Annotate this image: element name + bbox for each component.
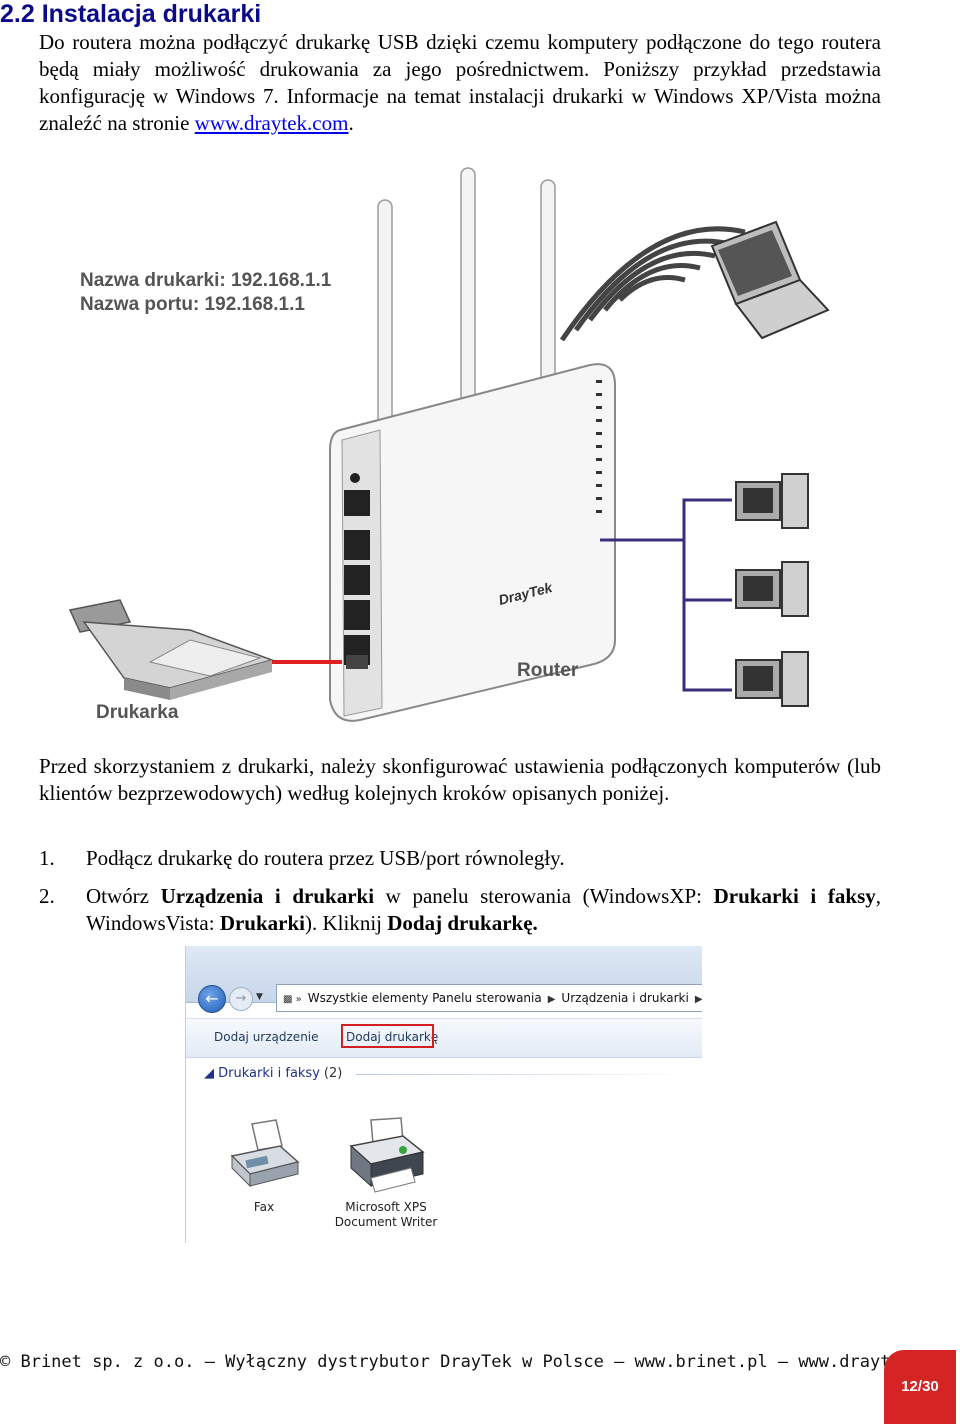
collapse-triangle-icon[interactable]: ◢ [204,1066,219,1081]
breadcrumb-item[interactable]: Wszystkie elementy Panelu sterowania [307,991,542,1005]
router-illustration: Nazwa drukarki: 192.168.1.1 Nazwa portu:… [68,167,830,723]
laptop-icon [710,220,830,340]
chevron-down-icon[interactable]: ▼ [256,992,263,1002]
page-number-badge: 12/30 [884,1350,956,1424]
intro-after: . [348,111,354,135]
before-paragraph: Przed skorzystaniem z drukarki, należy s… [39,754,881,805]
step-text: Podłącz drukarkę do routera przez USB/po… [86,846,565,870]
add-printer-button[interactable]: Dodaj drukarkę [346,1030,439,1044]
printer-name-label: Nazwa drukarki: 192.168.1.1 [80,270,332,291]
fax-icon [230,1119,300,1188]
divider [356,1074,696,1075]
breadcrumb[interactable]: ▩ » Wszystkie elementy Panelu sterowania ▶… [276,984,702,1012]
draytek-link[interactable]: www.draytek.com [194,111,349,135]
device-name: Microsoft XPS Document Writer [334,1200,438,1229]
router-body: DrayTek [329,363,616,722]
step-number: 1. [39,846,55,870]
antennas [377,167,556,451]
toolbar: Dodaj urządzenie Dodaj drukarkę [186,1018,702,1058]
pc-icon [735,473,809,529]
pc-icon [735,561,809,617]
chevron-right-icon: ▶ [547,994,556,1005]
device-tile-fax[interactable]: Fax [204,1116,324,1215]
add-device-button[interactable]: Dodaj urządzenie [214,1030,319,1044]
printer-icon [349,1117,425,1193]
pc-icon [735,651,809,707]
port-name-label: Nazwa portu: 192.168.1.1 [80,294,305,315]
printer-label: Drukarka [96,702,179,723]
chevron-right-icon: ▶ [694,994,702,1005]
control-panel-screenshot: ← → ▼ ▩ » Wszystkie elementy Panelu stero… [185,946,702,1243]
step-text: Otwórz Urządzenia i drukarki w panelu st… [86,884,881,935]
section-title: 2.2 Instalacja drukarki [0,0,262,28]
device-name: Fax [253,1200,275,1214]
printer-icon [68,599,275,700]
router-label: Router [517,660,579,681]
intro-text: Do routera można podłączyć drukarkę USB … [39,30,881,135]
step-number: 2. [39,884,55,908]
lan-lines [600,498,732,692]
breadcrumb-item[interactable]: Urządzenia i drukarki [561,991,689,1005]
wifi-waves-icon [559,226,746,342]
intro-paragraph: Do routera można podłączyć drukarkę USB … [39,29,881,137]
back-arrow-icon[interactable]: ← [198,985,226,1013]
group-header[interactable]: ◢ Drukarki i faksy(2) [204,1066,343,1081]
forward-arrow-icon[interactable]: → [229,987,253,1011]
folder-icon: ▩ » [283,994,302,1005]
device-tile-xps-writer[interactable]: Microsoft XPS Document Writer [326,1116,446,1230]
footer-text: © Brinet sp. z o.o. – Wyłączny dystrybut… [0,1352,942,1372]
highlight-box [341,1024,434,1048]
